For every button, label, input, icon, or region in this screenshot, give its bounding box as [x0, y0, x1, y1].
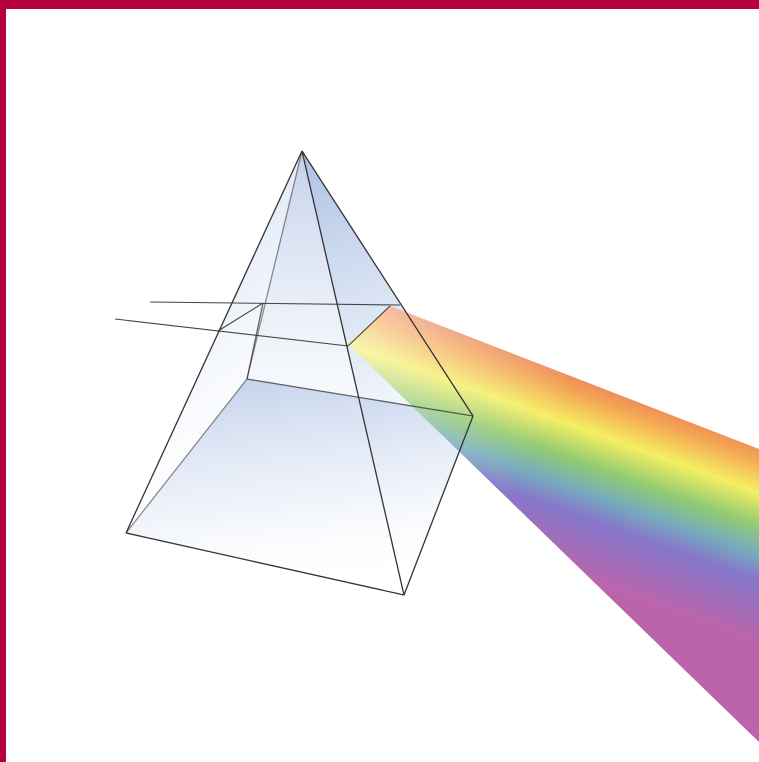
illustration-frame	[0, 0, 759, 762]
prism-illustration	[0, 0, 759, 762]
